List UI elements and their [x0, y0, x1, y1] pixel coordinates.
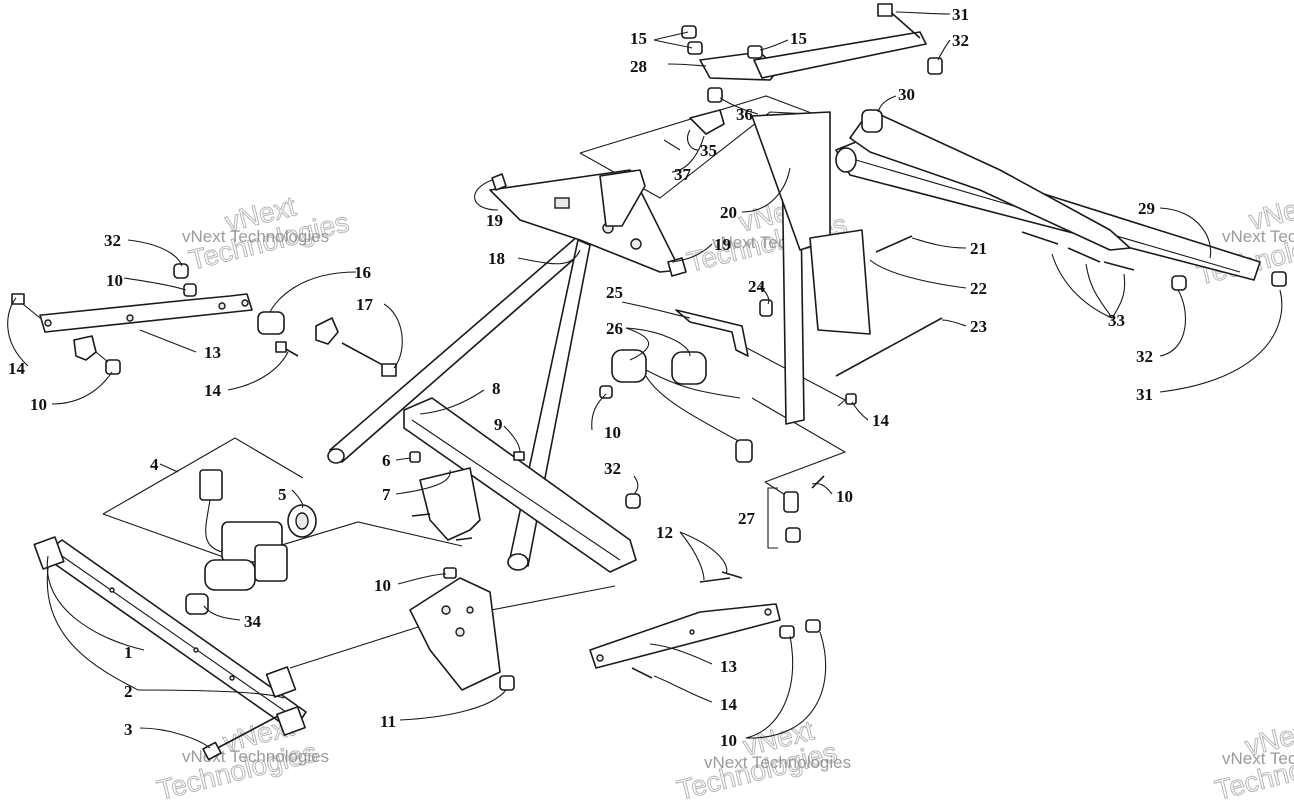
callout-23: 23 — [970, 317, 987, 336]
leader-lines — [7, 11, 1283, 749]
bushing-16 — [257, 311, 397, 377]
callout-31-top: 31 — [952, 5, 969, 24]
callout-4: 4 — [150, 455, 159, 474]
callout-3: 3 — [124, 720, 133, 739]
motors-26 — [599, 309, 857, 463]
callout-24: 24 — [748, 277, 766, 296]
callout-18: 18 — [488, 249, 505, 268]
callout-14-left: 14 — [204, 381, 222, 400]
callout-20: 20 — [720, 203, 737, 222]
watermark-lower-right: vNext Technologies vNext Technologies — [1211, 714, 1294, 801]
callout-10-left-bottom: 10 — [30, 395, 47, 414]
plate-22 — [809, 229, 871, 335]
fittings-27 — [767, 475, 825, 549]
callout-36: 36 — [736, 105, 753, 124]
callout-15-right: 15 — [790, 29, 807, 48]
callout-14-right: 14 — [872, 411, 890, 430]
left-nuts — [173, 263, 197, 297]
a-frame-18 — [327, 169, 687, 571]
callout-32-right: 32 — [1136, 347, 1153, 366]
callout-10-motors: 10 — [604, 423, 621, 442]
callout-7: 7 — [382, 485, 391, 504]
callout-13-left: 13 — [204, 343, 221, 362]
upright-20 — [751, 111, 831, 425]
watermark-company: vNext Technologies — [182, 227, 329, 246]
callout-35: 35 — [700, 141, 717, 160]
callout-5: 5 — [278, 485, 287, 504]
left-arm — [11, 293, 253, 375]
callout-19-right: 19 — [714, 235, 731, 254]
callout-10-bottom: 10 — [720, 731, 737, 750]
callout-28: 28 — [630, 57, 647, 76]
callout-8: 8 — [492, 379, 501, 398]
watermark-upper-left: vNext Technologies vNext Technologies — [182, 190, 353, 276]
callout-37: 37 — [674, 165, 692, 184]
callout-27: 27 — [738, 509, 756, 528]
actuator-assembly — [185, 469, 317, 615]
callout-10-center: 10 — [374, 576, 391, 595]
right-arm — [589, 571, 821, 679]
callout-labels: 1 2 3 4 5 6 7 8 9 10 10 10 10 10 10 11 1… — [8, 5, 1155, 750]
callout-22: 22 — [970, 279, 987, 298]
callout-33: 33 — [1108, 311, 1125, 330]
callout-21: 21 — [970, 239, 987, 258]
callout-29: 29 — [1138, 199, 1155, 218]
callout-31-right: 31 — [1136, 385, 1153, 404]
watermark-company: vNext Technologies — [1222, 749, 1294, 768]
callout-13-right: 13 — [720, 657, 737, 676]
callout-26: 26 — [606, 319, 623, 338]
watermark-company: vNext Technologies — [1222, 227, 1294, 246]
studs-7 — [411, 513, 473, 541]
watermark-company: vNext Technologies — [704, 753, 851, 772]
callout-6: 6 — [382, 451, 391, 470]
callout-2: 2 — [124, 682, 133, 701]
hardware-21-23-24 — [759, 235, 943, 377]
bracket-11 — [409, 577, 515, 691]
callout-14-bottom: 14 — [720, 695, 738, 714]
callout-12: 12 — [656, 523, 673, 542]
callout-16: 16 — [354, 263, 371, 282]
right-bolts-nuts — [877, 3, 1287, 291]
callout-9: 9 — [494, 415, 503, 434]
callout-14-far-left: 14 — [8, 359, 26, 378]
callout-1: 1 — [124, 643, 133, 662]
callout-34: 34 — [244, 612, 262, 631]
callout-11: 11 — [380, 712, 396, 731]
callout-10-right: 10 — [836, 487, 853, 506]
callout-15-left: 15 — [630, 29, 647, 48]
callout-32-top: 32 — [952, 31, 969, 50]
callout-32-left: 32 — [104, 231, 121, 250]
callout-30: 30 — [898, 85, 915, 104]
lower-cross-channel — [33, 536, 307, 736]
right-long-arm-29 — [753, 31, 1261, 281]
callout-10-left-top: 10 — [106, 271, 123, 290]
watermark-lower-center: vNext Technologies vNext Technologies — [673, 714, 851, 801]
callout-32-center: 32 — [604, 459, 621, 478]
nut-32-center — [443, 493, 641, 579]
callout-19-left: 19 — [486, 211, 503, 230]
callout-17: 17 — [356, 295, 374, 314]
callout-25: 25 — [606, 283, 623, 302]
